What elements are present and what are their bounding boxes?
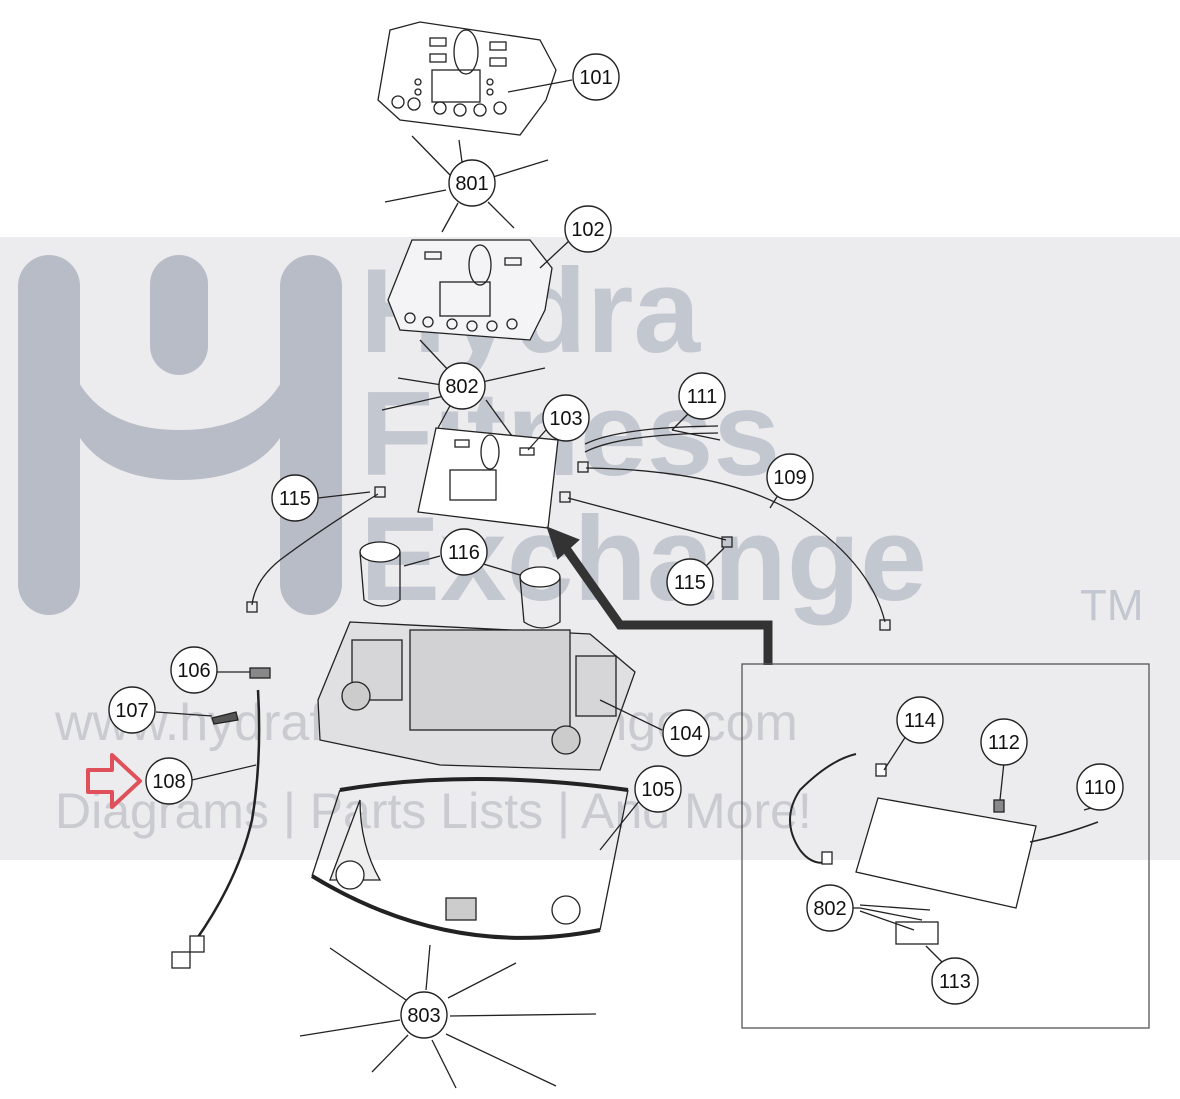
cups-116 — [359, 541, 561, 629]
part-107 — [211, 711, 239, 725]
callout-106: 106 — [170, 646, 218, 694]
callout-114: 114 — [896, 696, 944, 744]
callout-label: 114 — [904, 710, 936, 732]
callout-label: 112 — [988, 732, 1020, 754]
callout-label: 115 — [279, 488, 311, 510]
parts — [155, 21, 1150, 1089]
screws-801 — [384, 135, 549, 233]
callout-label: 108 — [152, 771, 185, 793]
callout-803: 803 — [400, 991, 448, 1039]
lower-housing-105 — [310, 777, 629, 940]
callout-112: 112 — [980, 718, 1028, 766]
callout-104: 104 — [662, 709, 710, 757]
callout-label: 106 — [177, 660, 210, 682]
board-103 — [417, 427, 559, 529]
console-housing-104 — [317, 621, 636, 771]
callout-label: 802 — [445, 376, 478, 398]
callout-801: 801 — [448, 159, 496, 207]
callout-label: 801 — [455, 173, 488, 195]
callout-115-right: 115 — [666, 558, 714, 606]
connector-109 — [577, 461, 589, 473]
callout-108: 108 — [145, 757, 193, 805]
callout-label: 113 — [939, 971, 971, 993]
cable-115-right — [567, 497, 727, 541]
callout-label: 111 — [687, 386, 717, 408]
inset-frame — [741, 663, 1150, 1029]
cable-115-left — [251, 493, 379, 606]
callout-label: 109 — [773, 467, 806, 489]
callout-label: 102 — [571, 219, 604, 241]
callout-label: 116 — [448, 542, 480, 564]
callout-label: 110 — [1084, 777, 1116, 799]
inset-parts — [789, 753, 1099, 945]
callout-110: 110 — [1076, 763, 1124, 811]
callout-107: 107 — [108, 686, 156, 734]
callout-label: 803 — [407, 1005, 440, 1027]
callout-105: 105 — [634, 765, 682, 813]
screws-802 — [381, 339, 546, 437]
callout-102: 102 — [564, 205, 612, 253]
callout-label: 107 — [115, 700, 148, 722]
callout-115-left: 115 — [271, 474, 319, 522]
screws-803 — [299, 944, 597, 1089]
wire-111a — [584, 432, 719, 453]
callout-111: 111 — [678, 372, 726, 420]
callout-116: 116 — [440, 528, 488, 576]
part-106 — [249, 667, 271, 679]
callouts: 101 801 102 802 103 111 109 115 — [108, 53, 1124, 1039]
callout-label: 101 — [579, 67, 612, 89]
watermark-trademark: TM — [1080, 581, 1144, 630]
assembly-arrow — [556, 537, 773, 665]
watermark-logo-icon — [18, 255, 342, 615]
callout-label: 105 — [641, 779, 674, 801]
wire-111b — [584, 425, 719, 445]
callout-103: 103 — [542, 394, 590, 442]
cable-108 — [194, 689, 261, 941]
cable-109 — [585, 467, 886, 623]
callout-113: 113 — [931, 957, 979, 1005]
highlight-arrow-icon — [86, 753, 142, 809]
leader-lines — [155, 79, 1099, 965]
overlay-102 — [387, 239, 553, 341]
callout-label: 802 — [813, 898, 846, 920]
callout-109: 109 — [766, 453, 814, 501]
callout-label: 103 — [549, 408, 582, 430]
callout-802-inset: 802 — [806, 884, 854, 932]
callout-101: 101 — [572, 53, 620, 101]
callout-label: 115 — [674, 572, 706, 594]
callout-label: 104 — [669, 723, 702, 745]
overlay-101 — [377, 21, 557, 136]
callout-802-upper: 802 — [438, 362, 486, 410]
connector-108 — [171, 951, 191, 969]
